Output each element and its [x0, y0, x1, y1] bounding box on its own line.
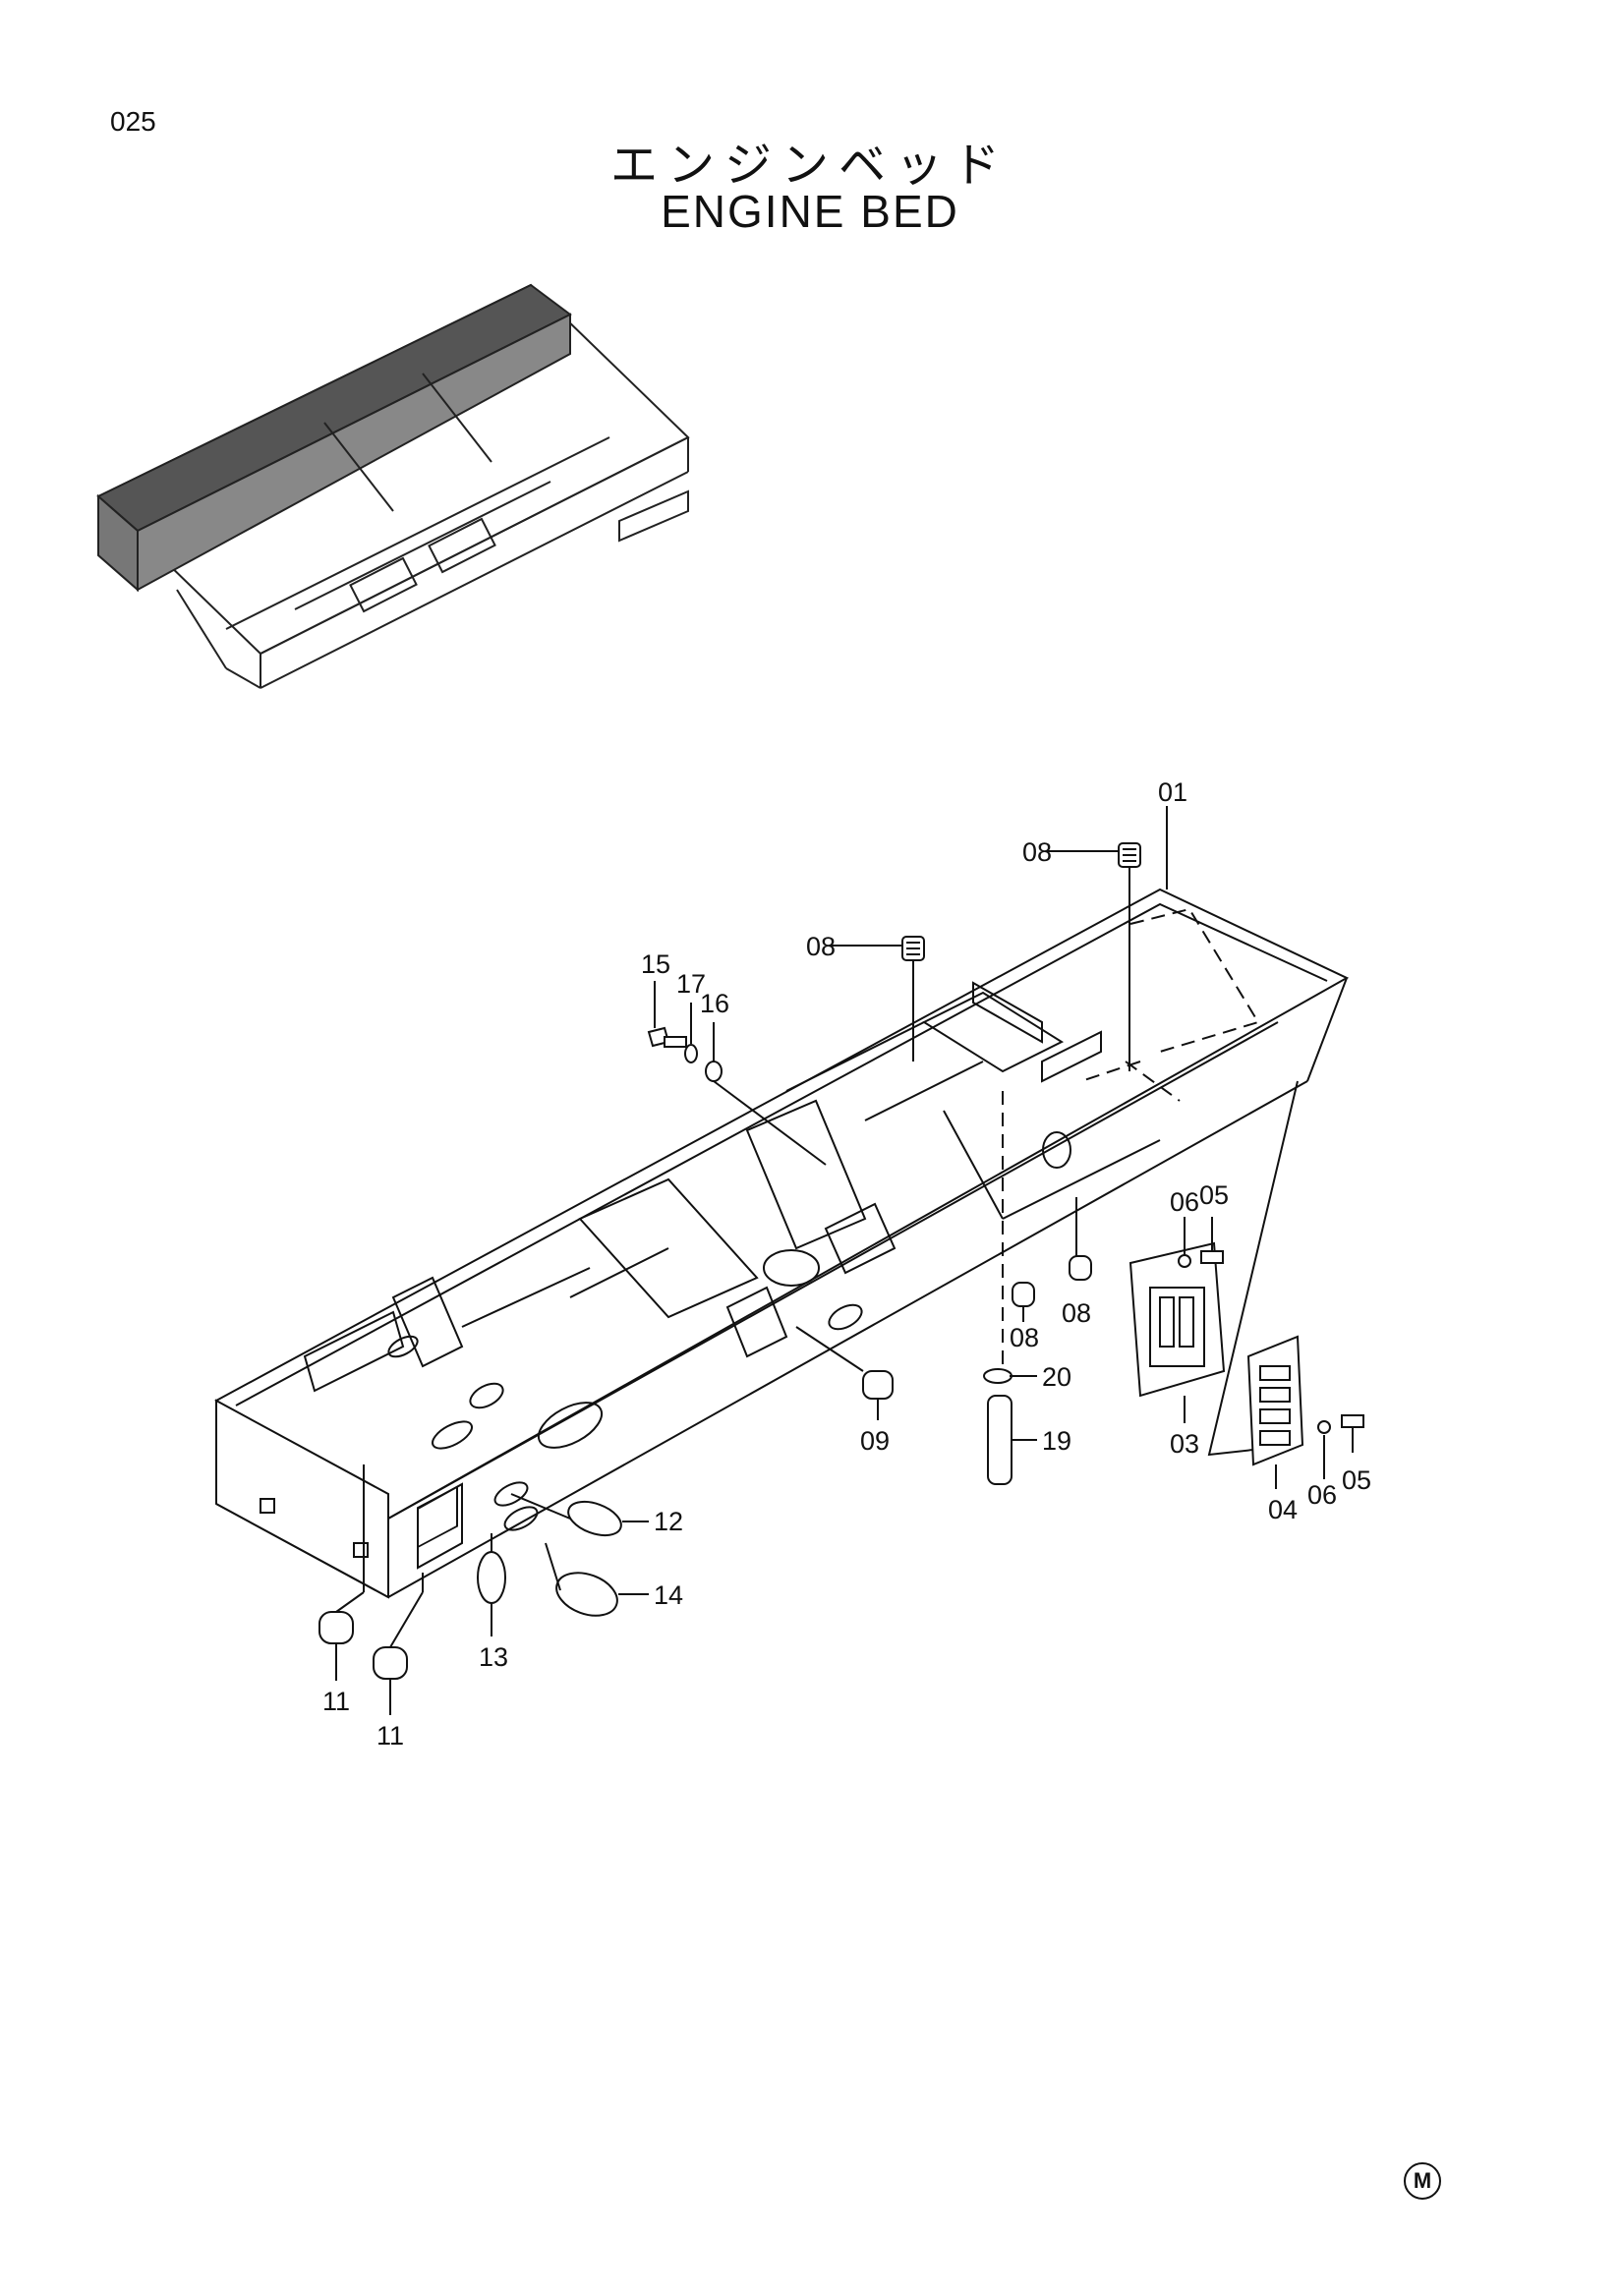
parts [318, 842, 1364, 1680]
callout-05: 05 [1342, 1465, 1371, 1495]
bolt-05-a [1200, 1250, 1224, 1264]
page-title: ENGINE BED [661, 186, 959, 237]
callout-14: 14 [654, 1580, 683, 1610]
washer-06-b [1317, 1420, 1331, 1434]
grommet-08-c [1069, 1255, 1092, 1281]
callout-17: 17 [676, 969, 706, 999]
engine-bed-frame [214, 888, 1350, 1599]
bolt-15 [647, 1026, 687, 1048]
callout-04: 04 [1268, 1495, 1298, 1524]
page-title-japanese: エンジンベッド [609, 138, 1010, 193]
washer-06-a [1178, 1254, 1191, 1268]
callout-08: 08 [1062, 1298, 1091, 1328]
grommet-14 [555, 1572, 618, 1617]
callout-20: 20 [1042, 1362, 1071, 1392]
page-number: 025 [110, 106, 156, 137]
grommet-12 [567, 1500, 622, 1537]
callout-06: 06 [1307, 1480, 1337, 1510]
pin-19 [987, 1395, 1012, 1485]
callout-15: 15 [641, 949, 670, 979]
bolt-05-b [1341, 1414, 1364, 1428]
bushing-09 [862, 1370, 894, 1400]
callout-03: 03 [1170, 1429, 1199, 1459]
callout-09: 09 [860, 1426, 890, 1456]
grommet-13 [477, 1551, 506, 1604]
callout-13: 13 [479, 1642, 508, 1672]
overview-thumbnail [96, 283, 690, 689]
callout-19: 19 [1042, 1426, 1071, 1456]
washer-16 [705, 1061, 723, 1082]
callout-06: 06 [1170, 1187, 1199, 1217]
callout-16: 16 [700, 989, 729, 1018]
callout-08: 08 [1022, 837, 1052, 867]
callout-01: 01 [1158, 777, 1187, 807]
grommet-08-a [1118, 842, 1141, 868]
grommet-11-b [373, 1646, 408, 1680]
callout-labels: 01 08 08 08 08 15 17 16 06 05 03 04 06 0… [322, 777, 1371, 1751]
callout-05: 05 [1199, 1180, 1229, 1210]
callout-11: 11 [322, 1687, 350, 1716]
plate-04 [1246, 1335, 1304, 1466]
cover-03 [1128, 1241, 1226, 1398]
washer-17 [684, 1044, 698, 1063]
callout-08: 08 [1010, 1323, 1039, 1352]
callout-08: 08 [806, 932, 836, 961]
callout-11: 11 [376, 1721, 404, 1751]
manufacturer-mark: M [1404, 2162, 1441, 2200]
grommet-11-a [318, 1611, 354, 1644]
grommet-08-d [1012, 1282, 1035, 1307]
callout-12: 12 [654, 1507, 683, 1536]
clip-20 [983, 1368, 1012, 1384]
grommet-08-b [901, 936, 925, 961]
leader-lines [335, 806, 1354, 1715]
